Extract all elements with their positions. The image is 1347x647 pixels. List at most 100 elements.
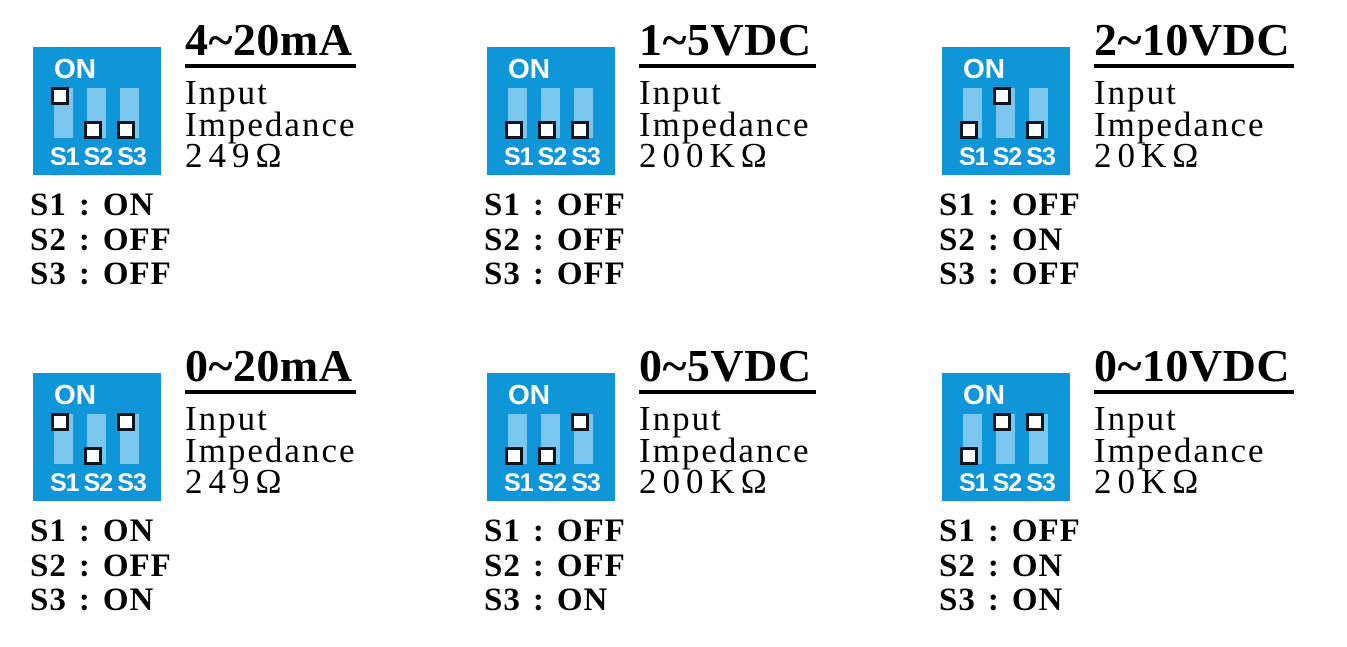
panel-top: ON S1 S2 S3 0~5VDC Input Impedance 200KΩ <box>487 343 900 502</box>
impedance-line-1: Input <box>185 73 269 112</box>
dip-switch-graphic: ON S1 S2 S3 <box>33 47 161 175</box>
panel-top: ON S1 S2 S3 4~20mA Input Impedance 249Ω <box>33 17 450 176</box>
panel-info: 2~10VDC Input Impedance 20KΩ <box>1094 17 1295 176</box>
range-title: 0~20mA <box>185 343 357 394</box>
impedance-value-line: 20KΩ <box>1094 138 1294 173</box>
dip-switch-handle <box>993 413 1011 431</box>
switch-name: S1 <box>30 187 67 223</box>
colon-separator: : <box>78 221 91 258</box>
dip-pin-label: S1 <box>504 142 534 171</box>
dip-pin-label: S2 <box>83 142 114 171</box>
switch-name: S3 <box>484 256 521 292</box>
dip-switch-handle <box>538 121 556 139</box>
dip-on-label: ON <box>508 379 550 410</box>
switch-state-row: S1:ON <box>30 188 450 223</box>
dip-pin-label: S2 <box>992 142 1023 171</box>
colon-separator: : <box>78 513 91 549</box>
dip-switch-handle <box>571 121 589 139</box>
dip-switch-handle <box>538 447 556 465</box>
range-title: 2~10VDC <box>1094 17 1295 68</box>
switch-name: S3 <box>939 582 976 618</box>
dip-pin-label: S1 <box>50 142 80 171</box>
dip-switch-handle <box>960 121 978 139</box>
dip-switch-s3 <box>1026 88 1048 139</box>
switch-name: S2 <box>484 221 521 258</box>
panel-info: 0~5VDC Input Impedance 200KΩ <box>639 343 816 502</box>
impedance-line-1: Input <box>639 73 723 112</box>
colon-separator: : <box>987 221 1000 258</box>
switch-state: OFF <box>102 221 172 258</box>
dip-switch-handle <box>571 413 589 431</box>
impedance-line-2: Impedance <box>639 104 811 144</box>
switch-state-row: S1:OFF <box>939 514 1347 549</box>
switch-state: OFF <box>102 547 172 584</box>
dip-switch-s3 <box>571 413 593 464</box>
ohm-symbol: Ω <box>740 462 767 501</box>
switch-state-row: S3:OFF <box>30 257 450 292</box>
dip-switch-graphic: ON S1 S2 S3 <box>33 373 161 501</box>
dip-switch-handle <box>51 413 69 431</box>
switch-name: S3 <box>939 256 976 292</box>
dip-switch-graphic: ON S1 S2 S3 <box>487 373 615 501</box>
impedance-value: 249 <box>185 136 256 175</box>
switch-state: OFF <box>556 513 626 549</box>
panel-4-20ma: ON S1 S2 S3 4~20mA Input Impedance 249Ω <box>0 0 450 320</box>
switch-state-list: S1:OFF S2:OFF S3:ON <box>484 514 900 618</box>
panel-top: ON S1 S2 S3 0~20mA Input Impedance 249Ω <box>33 343 450 502</box>
colon-separator: : <box>532 582 545 618</box>
impedance-line-1: Input <box>1094 73 1178 112</box>
dip-pin-label: S2 <box>537 142 568 171</box>
impedance-value: 20K <box>1094 462 1173 501</box>
dip-pin-label: S3 <box>117 468 147 497</box>
switch-name: S3 <box>30 256 67 292</box>
impedance-line-1: Input <box>185 399 269 438</box>
dip-switch-graphic: ON S1 S2 S3 <box>942 47 1070 175</box>
switch-state: OFF <box>556 187 626 223</box>
dip-pin-label: S1 <box>959 468 989 497</box>
dip-switch-s3 <box>117 413 139 464</box>
switch-state-list: S1:ON S2:OFF S3:ON <box>30 514 450 618</box>
switch-state: OFF <box>1011 256 1081 292</box>
switch-state-row: S3:OFF <box>484 257 900 292</box>
dip-tracks <box>960 87 1048 139</box>
switch-name: S1 <box>30 513 67 549</box>
impedance-line-2: Impedance <box>185 104 357 144</box>
dip-pin-label: S3 <box>1026 142 1056 171</box>
switch-state: ON <box>102 582 155 618</box>
impedance-value-line: 249Ω <box>185 464 357 499</box>
impedance-value: 200K <box>639 136 741 175</box>
ohm-symbol: Ω <box>1172 462 1199 501</box>
switch-name: S2 <box>30 547 67 584</box>
switch-state-list: S1:ON S2:OFF S3:OFF <box>30 188 450 292</box>
dip-pin-label: S2 <box>992 468 1023 497</box>
dip-switch-s1 <box>51 87 73 138</box>
impedance-value: 20K <box>1094 136 1173 175</box>
dip-switch-s3 <box>117 88 139 139</box>
panel-2-10vdc: ON S1 S2 S3 2~10VDC Input Impedance 20KΩ <box>900 0 1347 320</box>
ohm-symbol: Ω <box>255 136 282 175</box>
switch-state-row: S1:ON <box>30 514 450 549</box>
switch-state: OFF <box>1011 187 1081 223</box>
colon-separator: : <box>532 513 545 549</box>
dip-switch-s1 <box>960 88 982 139</box>
dip-switch-s2 <box>538 414 560 465</box>
ohm-symbol: Ω <box>255 462 282 501</box>
dip-pin-labels: S1 S2 S3 <box>504 142 601 172</box>
dip-switch-graphic: ON S1 S2 S3 <box>487 47 615 175</box>
range-title: 0~5VDC <box>639 343 816 394</box>
colon-separator: : <box>987 256 1000 292</box>
dip-tracks <box>505 413 593 465</box>
range-title: 1~5VDC <box>639 17 816 68</box>
colon-separator: : <box>987 513 1000 549</box>
dip-pin-label: S1 <box>50 468 80 497</box>
range-title: 4~20mA <box>185 17 357 68</box>
switch-state-row: S2:OFF <box>30 221 450 258</box>
switch-state-row: S2:OFF <box>484 221 900 258</box>
switch-state: OFF <box>556 221 626 258</box>
dip-pin-label: S3 <box>571 142 601 171</box>
range-title: 0~10VDC <box>1094 343 1295 394</box>
switch-state-row: S1:OFF <box>484 514 900 549</box>
switch-name: S3 <box>484 582 521 618</box>
dip-on-label: ON <box>54 53 96 84</box>
impedance-value-line: 200KΩ <box>639 138 816 173</box>
